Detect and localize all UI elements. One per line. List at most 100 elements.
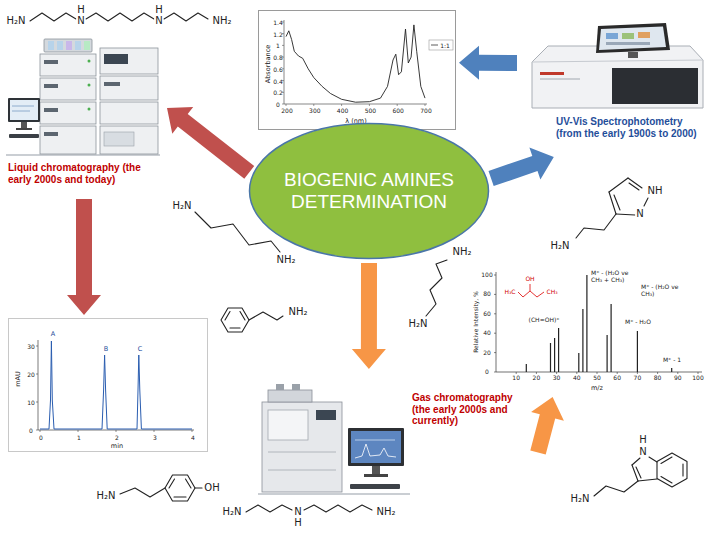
tick-label: 0.8	[273, 55, 283, 61]
amine-structures	[249, 312, 283, 320]
uv-vis-instrument	[532, 60, 703, 62]
uv-spectrum-plot	[284, 104, 427, 105]
atom-label: N	[638, 447, 647, 457]
lc-instrument	[100, 102, 158, 124]
atom-label: H₂N	[569, 494, 590, 504]
amine-structures	[614, 195, 620, 210]
axis-title: m/z	[591, 385, 603, 392]
gc-instrument	[350, 484, 400, 489]
tick-label: 50	[593, 375, 601, 381]
legend-text: 1:1	[440, 43, 450, 49]
amine-structures	[649, 457, 657, 462]
amine-structures	[636, 467, 641, 478]
atom-label: N	[635, 209, 644, 219]
peak-label: C	[138, 346, 143, 353]
amine-structures	[682, 464, 683, 476]
tick-label: 400	[337, 108, 348, 114]
lc-instrument	[6, 39, 160, 155]
uv-spectrum-plot	[282, 22, 425, 106]
peak-label: A	[51, 331, 55, 338]
atom-label: H	[154, 5, 164, 15]
instrument-node: UV-Vis Spectrophotometry (from the early…	[520, 20, 708, 154]
lc-instrument	[8, 98, 40, 122]
tick-label: 10	[27, 400, 35, 406]
instrument-node: Liquid chromatography (the early 2000s a…	[4, 36, 164, 196]
tick-label: 1	[77, 435, 81, 441]
atom-label: H₂N	[549, 241, 570, 251]
amine-structures	[230, 327, 240, 328]
amine-structures	[632, 465, 638, 481]
amine-structures	[240, 312, 245, 321]
atom-label: H	[293, 518, 303, 528]
tick-label: 100	[692, 375, 703, 381]
tick-label: 1	[276, 43, 280, 49]
uv-vis-instrument	[606, 33, 618, 39]
central-ellipse: BIOGENIC AMINES DETERMINATION	[248, 122, 490, 260]
atom-label: OH	[203, 483, 220, 493]
lc-instrument	[88, 60, 91, 63]
atom-label: N	[76, 16, 85, 26]
mass-spectrum-plot	[530, 284, 531, 291]
tick-label: 600	[392, 108, 403, 114]
gc-instrument	[258, 384, 410, 494]
tick-label: 30	[553, 375, 561, 381]
uv-spectrum-plot	[282, 20, 453, 106]
tick-label: 4	[191, 435, 195, 441]
atom-label: H	[76, 5, 86, 15]
fragment-annotation: M⁺ - (H₂O ve CH₃ + CH₃)	[591, 270, 637, 284]
tick-label: 60	[483, 311, 491, 317]
amine-structures	[165, 475, 195, 501]
tick-label: 80	[654, 375, 662, 381]
tick-label: 20	[483, 350, 491, 356]
fragment-annotation: (CH=OH)⁺	[529, 317, 560, 323]
gc-instrument	[268, 470, 336, 471]
lc-instrument	[40, 102, 96, 124]
tick-label: 0.6	[273, 67, 283, 73]
amine-structures	[169, 479, 175, 488]
uv-vis-instrument	[532, 46, 703, 108]
block-arrow	[459, 46, 517, 80]
mass-spectrum-plot	[494, 275, 698, 374]
axis-title: Absorbance	[265, 45, 272, 83]
atom-label: NH₂	[451, 247, 472, 257]
amine-structures	[594, 481, 638, 496]
amine-structures	[629, 183, 639, 190]
lc-instrument	[44, 84, 58, 88]
gc-instrument	[351, 431, 401, 463]
lc-instrument	[100, 48, 158, 74]
gc-instrument	[268, 390, 312, 402]
lc-instrument	[12, 111, 30, 112]
tick-label: 90	[674, 375, 682, 381]
lc-instrument	[48, 41, 54, 50]
tick-label: 2	[115, 435, 119, 441]
ellipse-shape	[250, 124, 489, 259]
uv-vis-instrument	[596, 23, 670, 53]
gc-instrument	[316, 410, 336, 420]
gc-instrument	[355, 444, 396, 458]
tick-label: 100	[481, 272, 492, 278]
mass-spectrum-plot	[518, 291, 544, 297]
axis-title: min	[111, 443, 123, 450]
tick-label: 200	[281, 108, 292, 114]
amine-structures	[657, 453, 687, 487]
lc-instrument	[104, 54, 128, 64]
block-arrow	[489, 147, 554, 186]
uv-spectrum-plot	[284, 20, 285, 104]
atom-label: NH	[647, 186, 664, 196]
block-arrow	[167, 107, 254, 179]
amine-structures	[164, 13, 208, 21]
uv-vis-instrument	[540, 78, 580, 80]
amine-structures	[221, 308, 249, 332]
gc-instrument	[262, 402, 342, 492]
amine-structures	[638, 479, 657, 481]
tick-label: 0	[29, 428, 33, 434]
tick-label: 40	[573, 375, 581, 381]
uv-spectrum-plot	[429, 40, 453, 50]
amine-structures	[304, 505, 372, 512]
amine-structures	[86, 13, 154, 21]
atom-label: H₂N	[407, 319, 428, 329]
uv-vis-instrument	[622, 33, 634, 39]
lc-instrument	[44, 108, 58, 112]
